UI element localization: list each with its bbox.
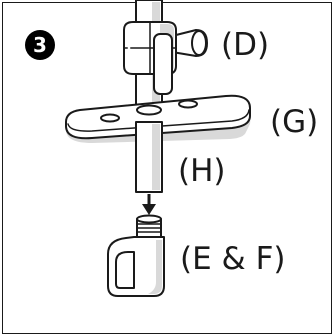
arrow-down-icon	[142, 194, 156, 215]
step-badge: 3	[25, 30, 55, 60]
label-h: (H)	[178, 153, 226, 189]
elbow-fitting-e-f	[107, 214, 165, 297]
step-number: 3	[33, 33, 47, 57]
label-g: (G)	[270, 104, 318, 140]
label-d: (D)	[221, 27, 269, 63]
clamp-part-d	[123, 21, 208, 95]
label-e-f: (E & F)	[180, 241, 286, 277]
lower-pole-h	[135, 121, 163, 193]
